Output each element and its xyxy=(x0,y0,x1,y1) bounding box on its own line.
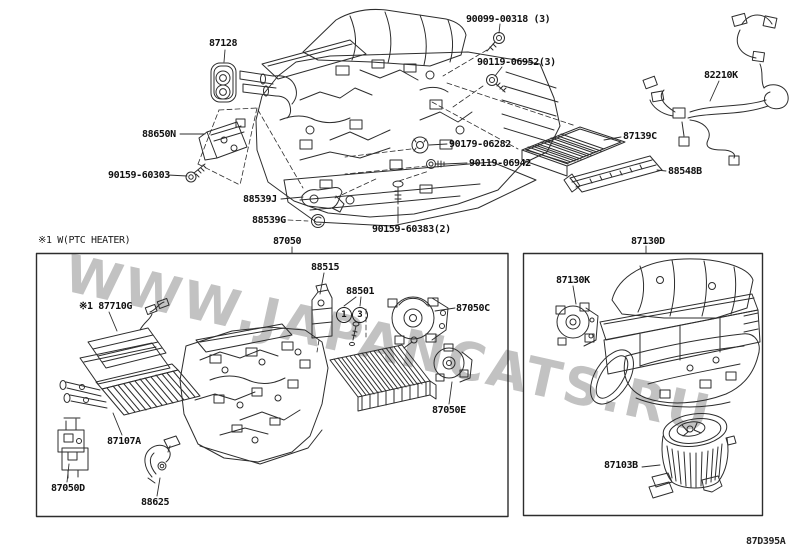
left-box-ac-unit-art xyxy=(179,323,329,465)
part-label-87107A: 87107A xyxy=(107,436,141,447)
part-88625-tube xyxy=(144,435,181,484)
screw-90159-60303 xyxy=(185,163,207,183)
screw-90159-60383 xyxy=(392,180,404,205)
leader-lines xyxy=(66,23,720,497)
diagram-code: 87D395A xyxy=(746,536,786,547)
evaporator-art xyxy=(329,336,437,412)
part-label-87710G: ※1 87710G xyxy=(79,301,132,312)
part-88650N-amplifier xyxy=(198,118,248,161)
part-label-87128: 87128 xyxy=(209,38,238,49)
part-label-87050D: 87050D xyxy=(51,483,85,494)
callout-circle-1: 1 xyxy=(336,307,352,323)
part-87139C-filter xyxy=(521,126,626,177)
part-88548B-cover xyxy=(563,155,663,193)
part-label-88515: 88515 xyxy=(311,262,340,273)
part-label-88539G: 88539G xyxy=(252,215,286,226)
screw-90099-00318 xyxy=(486,32,505,52)
blower-unit-art xyxy=(590,258,761,408)
part-label-88650N: 88650N xyxy=(142,129,176,140)
washer-90179-06282 xyxy=(411,136,429,154)
part-label-87050C: 87050C xyxy=(456,303,490,314)
part-label-87130K: 87130K xyxy=(556,275,590,286)
right-box-border xyxy=(522,252,764,517)
part-label-87139C: 87139C xyxy=(623,131,657,142)
screw-90119-06952 xyxy=(486,74,507,93)
main-hvac-assembly-art xyxy=(239,9,561,227)
part-label-90179-06282: 90179-06282 xyxy=(449,139,511,150)
part-label-87050: 87050 xyxy=(273,236,302,247)
part-label-88625: 88625 xyxy=(141,497,170,508)
part-label-88548B: 88548B xyxy=(668,166,702,177)
part-label-87130D: 87130D xyxy=(631,236,665,247)
left-box-border xyxy=(35,252,509,518)
part-88501-pieces xyxy=(349,321,360,347)
part-87710G-ptc-heater xyxy=(79,297,171,385)
part-88539J-bracket xyxy=(301,187,345,213)
part-87128-grommet xyxy=(210,62,237,103)
part-label-90119-06942: 90119-06942 xyxy=(469,158,531,169)
part-82210K-harness xyxy=(642,12,789,166)
part-87050E-servo xyxy=(433,343,473,383)
callout-circle-3: 3 xyxy=(352,307,368,323)
part-88515-valve xyxy=(311,283,333,339)
part-label-82210K: 82210K xyxy=(704,70,738,81)
part-label-90099-00318: 90099-00318 (3) xyxy=(466,14,551,25)
part-87050D xyxy=(57,417,89,479)
part-label-88539J: 88539J xyxy=(243,194,277,205)
part-87103B-blower-motor xyxy=(648,413,737,499)
part-87107A-heater-core xyxy=(59,363,201,416)
part-label-87050E: 87050E xyxy=(432,405,466,416)
part-label-87103B: 87103B xyxy=(604,460,638,471)
variant-note: ※1 W(PTC HEATER) xyxy=(38,235,131,246)
part-label-90159-60303: 90159-60303 xyxy=(108,170,170,181)
part-87130K-servo xyxy=(555,302,599,347)
part-label-90119-06952: 90119-06952(3) xyxy=(477,57,556,68)
part-88539G-grommet xyxy=(311,214,325,228)
part-87050C-servo xyxy=(387,296,449,345)
part-label-90159-60383: 90159-60383(2) xyxy=(372,224,451,235)
part-label-88501: 88501 xyxy=(346,286,375,297)
